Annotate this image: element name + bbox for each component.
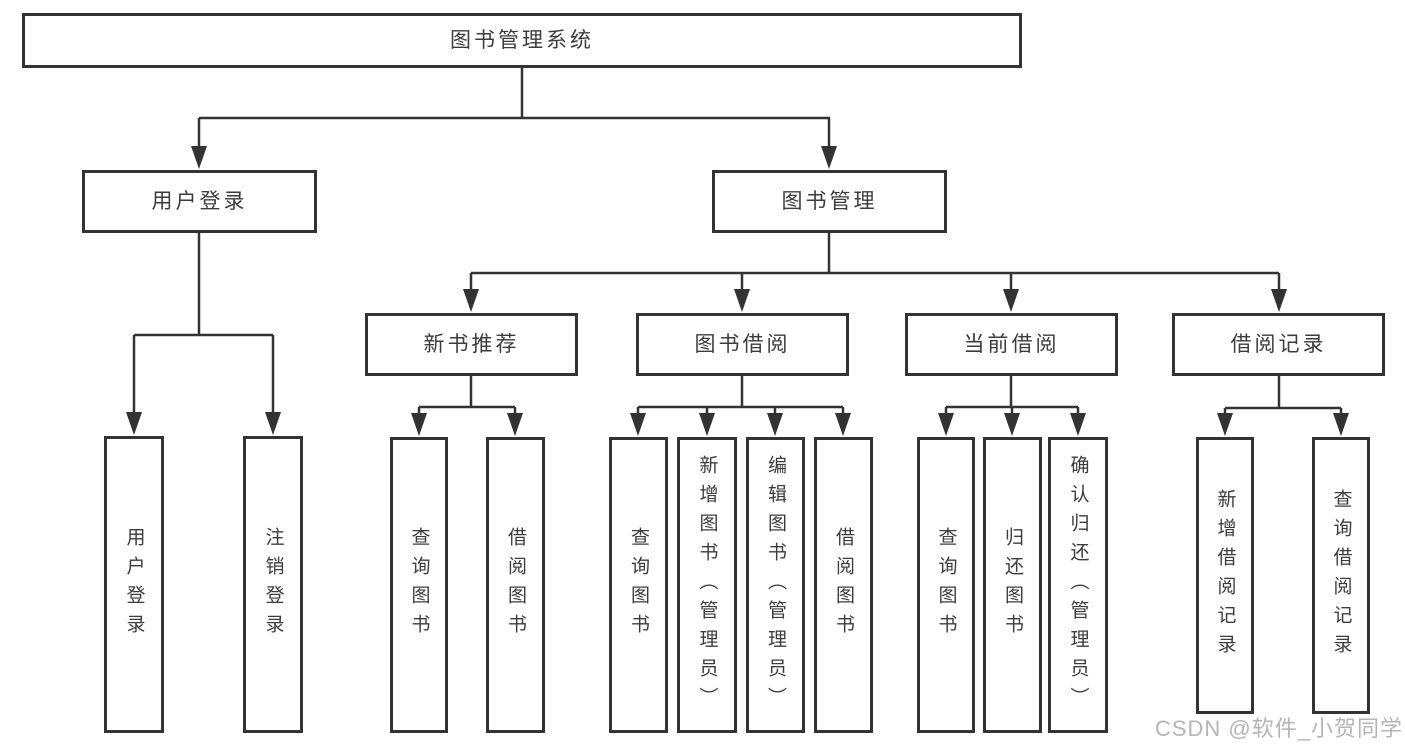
arrowhead-icon bbox=[1070, 413, 1086, 436]
node-new-book-recommendation: 新书推荐 bbox=[365, 313, 578, 376]
arrowhead-icon bbox=[265, 412, 281, 435]
arrowhead-icon bbox=[191, 146, 207, 169]
arrowhead-icon bbox=[734, 289, 750, 312]
leaf-query-books: 查询图书 bbox=[917, 437, 975, 733]
leaf-add-books-admin: 新增图书（管理员） bbox=[677, 437, 737, 733]
leaf-add-borrowing-record: 新增借阅记录 bbox=[1196, 437, 1254, 714]
leaf-borrow-books: 借阅图书 bbox=[814, 437, 873, 733]
arrowhead-icon bbox=[938, 413, 954, 436]
arrowhead-icon bbox=[1004, 413, 1020, 436]
arrowhead-icon bbox=[1217, 413, 1233, 436]
csdn-watermark: CSDN @软件_小贺同学 bbox=[1154, 716, 1403, 741]
arrowhead-icon bbox=[507, 413, 523, 436]
leaf-query-books: 查询图书 bbox=[609, 437, 668, 733]
leaf-logout: 注销登录 bbox=[243, 436, 303, 733]
arrowhead-icon bbox=[630, 413, 646, 436]
arrowhead-icon bbox=[835, 413, 851, 436]
arrowhead-icon bbox=[126, 412, 142, 435]
leaf-edit-books-admin: 编辑图书（管理员） bbox=[746, 437, 805, 733]
arrowhead-icon bbox=[821, 146, 837, 169]
leaf-query-books: 查询图书 bbox=[390, 437, 448, 733]
arrowhead-icon bbox=[767, 413, 783, 436]
node-library-management-system: 图书管理系统 bbox=[22, 13, 1022, 68]
leaf-borrow-books: 借阅图书 bbox=[486, 437, 545, 733]
leaf-return-books: 归还图书 bbox=[983, 437, 1042, 733]
arrowhead-icon bbox=[463, 289, 479, 312]
arrowhead-icon bbox=[699, 413, 715, 436]
arrowhead-icon bbox=[1333, 413, 1349, 436]
arrowhead-icon bbox=[1271, 289, 1287, 312]
arrowhead-icon bbox=[1003, 289, 1019, 312]
node-user-login: 用户登录 bbox=[82, 170, 317, 233]
leaf-confirm-return-admin: 确认归还（管理员） bbox=[1048, 437, 1108, 733]
arrowhead-icon bbox=[411, 413, 427, 436]
leaf-query-borrowing-record: 查询借阅记录 bbox=[1312, 437, 1370, 714]
node-current-borrowing: 当前借阅 bbox=[905, 313, 1118, 376]
node-book-borrowing: 图书借阅 bbox=[636, 313, 849, 376]
node-borrowing-records: 借阅记录 bbox=[1172, 313, 1385, 376]
leaf-user-login: 用户登录 bbox=[104, 436, 164, 733]
node-book-management: 图书管理 bbox=[712, 170, 947, 233]
